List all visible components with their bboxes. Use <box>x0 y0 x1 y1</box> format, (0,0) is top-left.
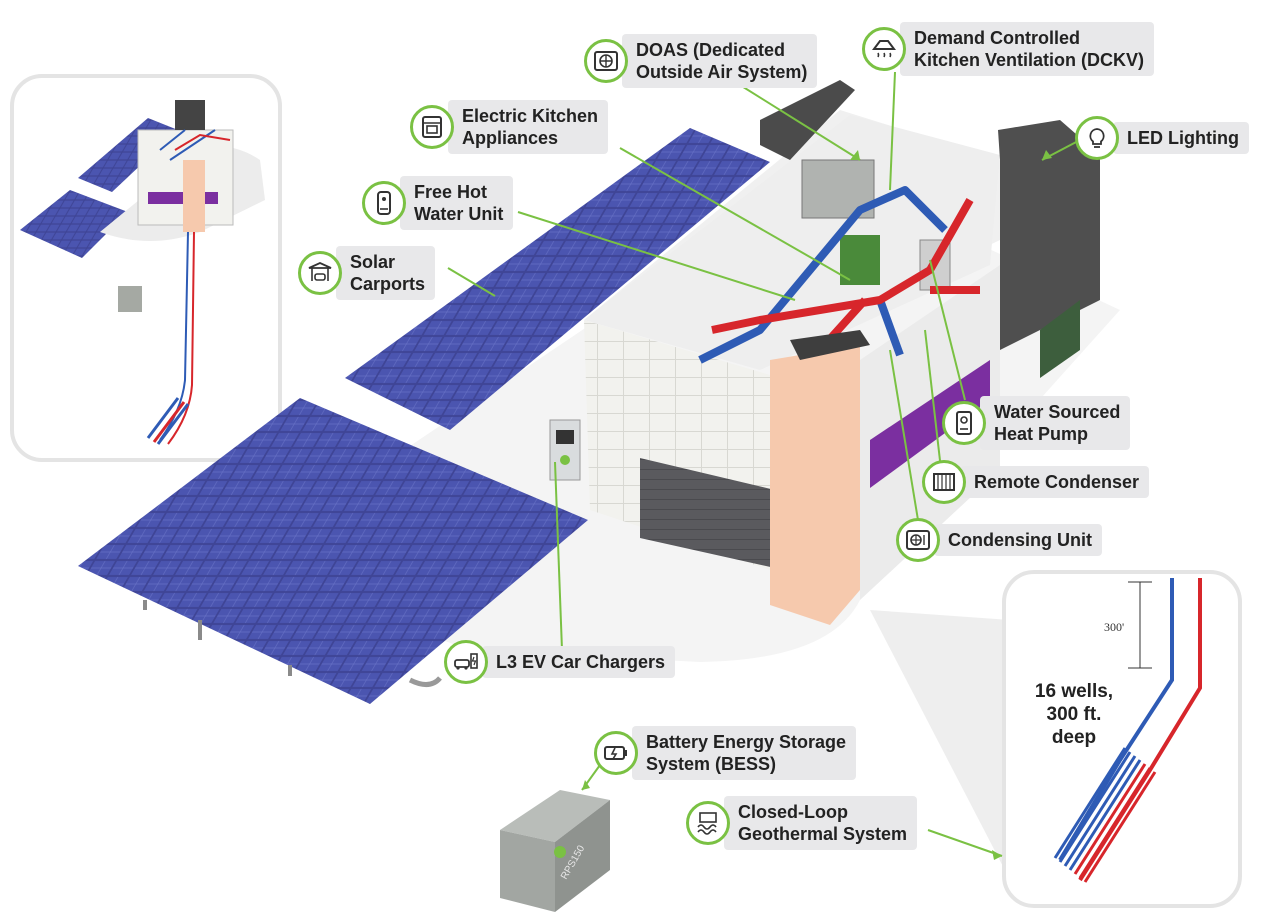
ev-chargers-label: L3 EV Car Chargers <box>482 646 676 678</box>
remote-condenser-label-line-1: Remote Condenser <box>974 472 1140 492</box>
geothermal-icon <box>686 801 730 845</box>
depth-label: 300' <box>1104 620 1125 634</box>
bess-label-line-1: Battery Energy Storage <box>646 732 847 752</box>
condensing-fan-icon <box>896 518 940 562</box>
condenser-coil-icon <box>922 460 966 504</box>
callout-remote-condenser: Remote Condenser <box>922 460 1150 504</box>
callout-dckv: Demand Controlled Kitchen Ventilation (D… <box>862 22 1155 76</box>
ev-chargers-label-line-1: L3 EV Car Chargers <box>496 652 666 672</box>
facade-column <box>770 345 860 625</box>
led-lighting-label-line-1: LED Lighting <box>1127 128 1239 148</box>
wells-description: 16 wells, 300 ft. deep <box>1020 680 1128 749</box>
wells-text-line-3: deep <box>1051 727 1097 748</box>
geothermal-label-line-2: Geothermal System <box>738 824 908 844</box>
hot-water-label-line-1: Free Hot <box>414 182 488 202</box>
heat-pump-label-line-1: Water Sourced <box>994 402 1121 422</box>
doas-label-line-1: DOAS (Dedicated <box>636 40 786 60</box>
condensing-unit-label-line-1: Condensing Unit <box>948 530 1092 550</box>
heat-pump-label-line-2: Heat Pump <box>994 424 1089 444</box>
electric-kitchen-label-line-2: Appliances <box>462 128 559 148</box>
well-pipe-blue <box>1058 578 1174 862</box>
inset-zoom-wedge <box>870 610 1010 880</box>
geothermal-label-line-1: Closed-Loop <box>738 802 848 822</box>
solar-carport-lower <box>78 398 588 704</box>
callout-led-lighting: LED Lighting <box>1075 116 1249 160</box>
water-heater-icon <box>362 181 406 225</box>
restaurant-building <box>584 80 1100 625</box>
light-bulb-icon <box>1075 116 1119 160</box>
range-hood-icon <box>862 27 906 71</box>
solar-carport-icon <box>298 251 342 295</box>
wells-text-line-1: 16 wells, <box>1034 681 1114 702</box>
inset-solar-panel-bottom <box>20 190 128 258</box>
electric-kitchen-label-line-1: Electric Kitchen <box>462 106 599 126</box>
dckv-label-line-1: Demand Controlled <box>914 28 1081 48</box>
heat-pump-icon <box>942 401 986 445</box>
geothermal-label: Closed-Loop Geothermal System <box>724 796 918 850</box>
oven-icon <box>410 105 454 149</box>
callout-ev-chargers: L3 EV Car Chargers <box>444 640 676 684</box>
doas-label: DOAS (Dedicated Outside Air System) <box>622 34 818 88</box>
callout-condensing-unit: Condensing Unit <box>896 518 1102 562</box>
wells-text-line-2: 300 ft. <box>1046 704 1102 725</box>
bess-label-line-2: System (BESS) <box>646 754 777 774</box>
remote-condenser-label: Remote Condenser <box>960 466 1150 498</box>
callout-solar-carports: Solar Carports <box>298 246 436 300</box>
condensing-unit-label: Condensing Unit <box>934 524 1102 556</box>
well-coil-bundle <box>1053 747 1157 883</box>
battery-icon <box>594 731 638 775</box>
callout-hot-water: Free Hot Water Unit <box>362 176 514 230</box>
led-lighting-label: LED Lighting <box>1113 122 1249 154</box>
pipe-blue <box>698 186 948 364</box>
callout-doas: DOAS (Dedicated Outside Air System) <box>584 34 818 88</box>
battery-storage-unit: RPS150 <box>500 790 610 912</box>
doas-label-line-2: Outside Air System) <box>636 62 808 82</box>
callout-bess: Battery Energy Storage System (BESS) <box>594 726 857 780</box>
bess-label: Battery Energy Storage System (BESS) <box>632 726 857 780</box>
geothermal-inset <box>1002 570 1242 908</box>
solar-carports-label: Solar Carports <box>336 246 436 300</box>
dckv-label-line-2: Kitchen Ventilation (DCKV) <box>914 50 1145 70</box>
callout-geothermal: Closed-Loop Geothermal System <box>686 796 918 850</box>
heat-pump-label: Water Sourced Heat Pump <box>980 396 1131 450</box>
solar-carports-label-line-2: Carports <box>350 274 426 294</box>
inset-well-red <box>167 231 195 445</box>
callout-electric-kitchen: Electric Kitchen Appliances <box>410 100 609 154</box>
dckv-label: Demand Controlled Kitchen Ventilation (D… <box>900 22 1155 76</box>
ev-charger-icon <box>444 640 488 684</box>
callout-water-source-heat-pump: Water Sourced Heat Pump <box>942 396 1131 450</box>
electric-kitchen-label: Electric Kitchen Appliances <box>448 100 609 154</box>
fan-unit-icon <box>584 39 628 83</box>
hot-water-label-line-2: Water Unit <box>414 204 504 224</box>
solar-carport-upper <box>345 128 770 430</box>
ev-charger-unit <box>549 419 581 481</box>
overview-inset <box>10 74 282 462</box>
hot-water-label: Free Hot Water Unit <box>400 176 514 230</box>
solar-carports-label-line-1: Solar <box>350 252 396 272</box>
